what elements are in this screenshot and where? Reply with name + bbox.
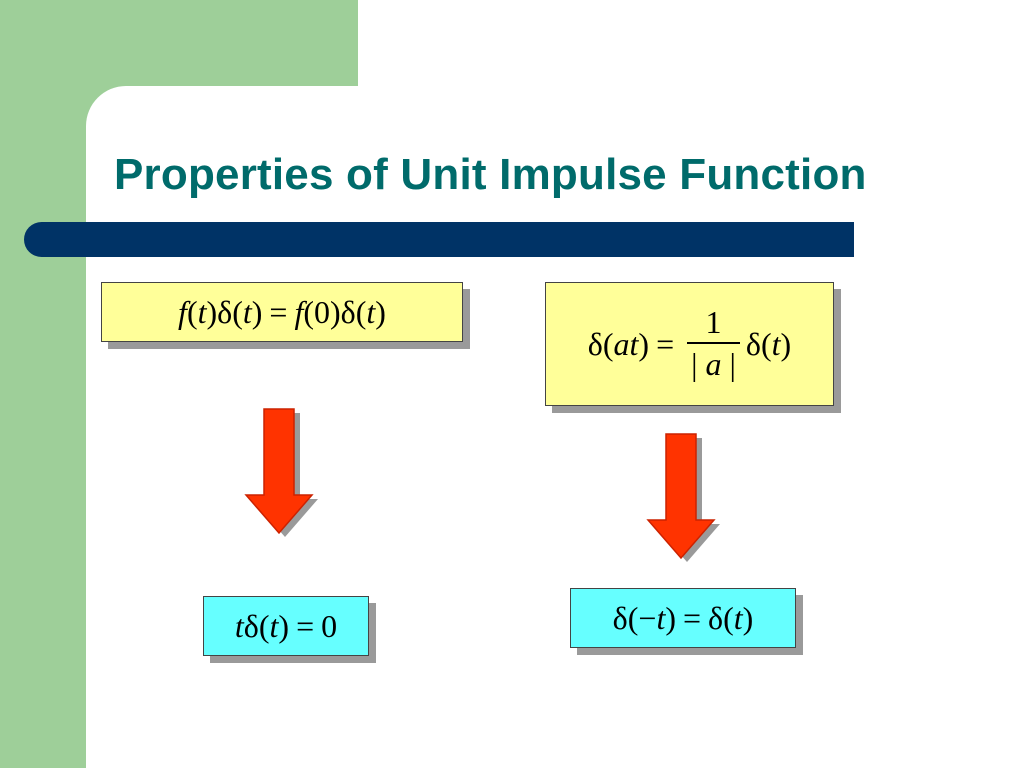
eq4-equals: = [683, 599, 702, 636]
eq2-denominator: | a | [687, 342, 740, 382]
eq2-delta: δ [587, 325, 603, 362]
eq1-t: t [366, 293, 376, 330]
eq1-lparen: ( [232, 293, 243, 330]
eq2-equals: = [656, 325, 675, 362]
eq2-rparen: ) [638, 325, 650, 362]
eq2-lparen: ( [761, 325, 772, 362]
equation-sifting-property: f (t)δ(t) = f (0)δ(t) [101, 282, 463, 342]
eq4-delta: δ [612, 599, 628, 636]
slide-title: Properties of Unit Impulse Function [114, 150, 867, 199]
eq1-delta: δ [217, 293, 233, 330]
eq2-rparen: ) [780, 325, 792, 362]
eq4-t: t [733, 599, 743, 636]
eq3-t: t [234, 607, 244, 644]
eq1-rparen: ) [206, 293, 218, 330]
eq3-lparen: ( [258, 607, 270, 644]
eq3-zero: 0 [321, 607, 338, 644]
eq4-rparen: ) [742, 599, 754, 636]
down-arrow-icon [646, 433, 720, 562]
eq4-lparen: ( [723, 599, 734, 636]
down-arrow-icon [244, 408, 318, 537]
eq2-fraction: 1 | a | [687, 306, 740, 381]
eq3-t: t [269, 607, 279, 644]
eq4-lparen: ( [627, 599, 639, 636]
eq2-numerator: 1 [705, 304, 722, 341]
eq4-rparen: ) [665, 599, 676, 636]
eq2-abs-bar-right: | [721, 346, 736, 382]
equation-even-symmetry: δ(−t) = δ(t) [570, 588, 796, 648]
eq1-zero-arg: (0) [303, 293, 341, 330]
eq2-t: t [629, 325, 639, 362]
eq1-equals: = [269, 293, 288, 330]
eq1-f: f [178, 293, 187, 330]
eq2-lparen: ( [602, 325, 614, 362]
eq4-minus: − [638, 599, 657, 636]
eq3-rparen: ) [278, 607, 290, 644]
title-underline-bar [24, 222, 854, 257]
eq1-t: t [197, 293, 207, 330]
eq1-rparen: ) [251, 293, 263, 330]
eq1-rparen: ) [375, 293, 386, 330]
eq1-lparen: ( [186, 293, 198, 330]
eq2-abs-bar-left: | [691, 346, 706, 382]
eq2-delta: δ [745, 325, 761, 362]
eq3-equals: = [296, 607, 315, 644]
eq4-t: t [656, 599, 666, 636]
eq1-lparen: ( [355, 293, 367, 330]
eq2-den-a: a [705, 346, 722, 382]
eq1-f: f [294, 293, 304, 330]
eq1-delta: δ [340, 293, 356, 330]
eq1-t: t [242, 293, 252, 330]
eq2-t: t [771, 325, 781, 362]
eq3-delta: δ [243, 607, 259, 644]
eq2-a: a [613, 325, 630, 362]
eq4-delta: δ [708, 599, 724, 636]
